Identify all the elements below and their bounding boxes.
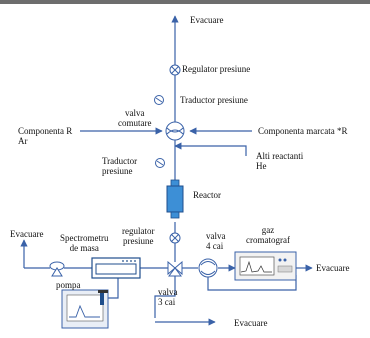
bottom-evacuare-line: [154, 276, 176, 318]
pompa-label: pompa: [56, 280, 81, 290]
componenta-r-label: Componenta R Ar: [18, 126, 73, 146]
regulator-top-label: Regulator presiune: [182, 64, 251, 74]
traductor-top-symbol: [154, 95, 164, 105]
traductor-bottom-symbol: [155, 158, 165, 168]
valva-3cai-label: valva 3 cai: [158, 287, 178, 307]
evacuare-right-label: Evacuare: [316, 263, 350, 273]
evacuare-bottom-label: Evacuare: [234, 318, 268, 328]
valva-4cai-label: valva 4 cai: [206, 231, 226, 251]
pompa-symbol: [49, 261, 65, 277]
gc-return-line: [207, 275, 297, 291]
reactor-label: Reactor: [193, 190, 221, 200]
regulator-bottom-symbol: [169, 232, 181, 244]
valva-3cai-symbol: [167, 260, 183, 277]
valva-4cai-symbol: [198, 258, 218, 278]
traductor-bottom-label: Traductor presiune: [102, 156, 138, 176]
traductor-top-label: Traductor presiune: [180, 95, 248, 105]
evacuare-top-label: Evacuare: [190, 15, 224, 25]
spectrometru-label: Spectrometru de masa: [60, 233, 109, 253]
regulator-bottom-label: regulator presiune: [122, 226, 155, 246]
alti-reactanti-line: [174, 142, 247, 156]
reactor-symbol: [166, 179, 184, 219]
window-top-edge: [0, 0, 370, 4]
gaz-cromatograf-label: gaz cromatograf: [246, 225, 290, 245]
valva-comutare-label: valva comutare: [118, 108, 152, 128]
alti-reactanti-label: Alti reactanti He: [256, 151, 304, 171]
computer-symbol: [61, 289, 109, 329]
evacuare-left-label: Evacuare: [10, 229, 44, 239]
spectrometru-symbol: [91, 257, 141, 279]
spectrometer-to-pc-line: [108, 276, 119, 299]
gaz-cromatograf-symbol: [234, 251, 297, 281]
valva-comutare-symbol: [165, 121, 185, 141]
regulator-top-symbol: [169, 64, 181, 76]
componenta-marcata-label: Componenta marcata *R: [258, 126, 348, 136]
